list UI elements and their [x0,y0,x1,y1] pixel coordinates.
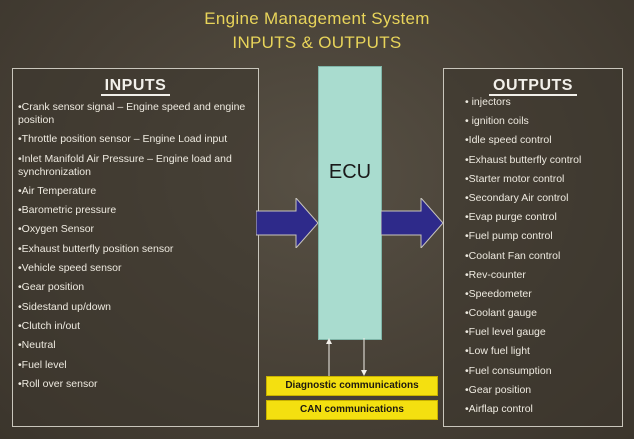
output-arrow [381,198,443,248]
input-arrow [256,198,318,248]
input-item: •Barometric pressure [18,204,117,217]
input-item: •Crank sensor signal – Engine speed and … [18,101,246,126]
outputs-heading: OUTPUTS [489,77,577,96]
output-item: •Idle speed control [465,134,552,147]
output-item: •Evap purge control [465,211,557,224]
input-item: •Sidestand up/down [18,300,111,313]
input-item: •Clutch in/out [18,319,81,332]
ecu-block: ECU [318,66,382,340]
input-item: •Gear position [18,281,85,294]
output-item: •Speedometer [465,287,532,300]
output-item: •Rev-counter [465,268,526,281]
input-item: •Fuel level [18,358,67,371]
input-item: •Vehicle speed sensor [18,262,122,275]
input-item: •Air Temperature [18,184,97,197]
input-item: •Inlet Manifold Air Pressure – Engine lo… [18,152,232,178]
output-item: •Low fuel light [465,345,530,358]
output-item: •Coolant Fan control [465,249,561,262]
diagnostic-communications-box: Diagnostic communications [266,376,438,396]
input-item: •Oxygen Sensor [18,223,95,236]
output-item: • injectors [465,96,511,108]
inputs-list: •Crank sensor signal – Engine speed and … [18,101,256,397]
outputs-list: • injectors • ignition coils •Idle speed… [465,96,621,422]
output-item: •Gear position [465,383,532,396]
input-item: •Neutral [18,339,56,352]
output-item: •Fuel level gauge [465,326,546,339]
input-item: •Exhaust butterfly position sensor [18,242,174,255]
output-item: •Fuel consumption [465,364,552,377]
output-item: •Starter motor control [465,172,565,185]
output-item: •Airflap control [465,403,533,415]
output-item: •Exhaust butterfly control [465,153,582,166]
inputs-heading: INPUTS [100,77,171,96]
inputs-panel: INPUTS •Crank sensor signal – Engine spe… [12,68,259,427]
output-item: • ignition coils [465,115,529,128]
diagram-title: Engine Management System [204,9,430,28]
diagram-subtitle: INPUTS & OUTPUTS [232,33,402,52]
input-item: •Throttle position sensor – Engine Load … [18,133,228,146]
can-communications-box: CAN communications [266,400,438,420]
outputs-panel: OUTPUTS • injectors • ignition coils •Id… [443,68,623,427]
output-item: •Fuel pump control [465,230,553,243]
input-item: •Roll over sensor [18,377,98,390]
output-item: •Secondary Air control [465,191,569,204]
ecu-label: ECU [328,161,372,183]
communication-lines [326,338,367,376]
output-item: •Coolant gauge [465,307,537,320]
